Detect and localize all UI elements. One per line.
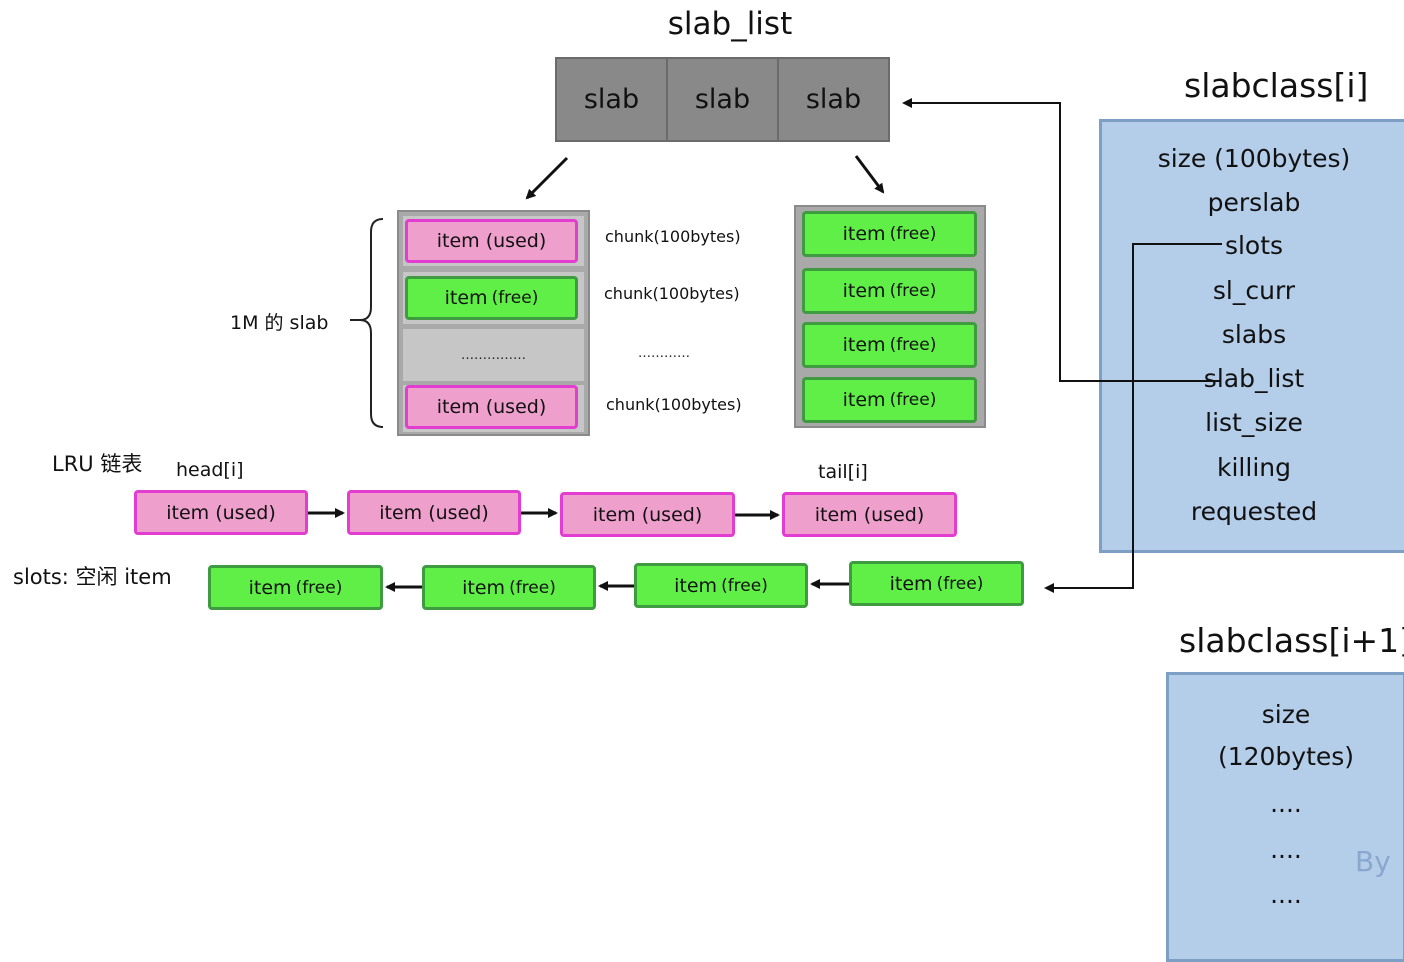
slab-item-free: item(free) [802, 377, 977, 423]
lru-item: item (used) [560, 492, 735, 537]
slab-ellipsis: …………… [461, 348, 526, 363]
right-slab-stack: item(free) item(free) item(free) item(fr… [794, 205, 986, 428]
chunk-label: chunk(100bytes) [604, 284, 740, 303]
slab-size-label: 1M 的 slab [230, 312, 329, 334]
slots-item: item(free) [422, 565, 596, 610]
slabclass-i1-title: slabclass[i+1] [1179, 621, 1404, 660]
slabclass-field: size [1261, 700, 1311, 729]
slabclass-field: killing [1217, 453, 1291, 482]
slots-item: item(free) [208, 565, 383, 610]
chunk-label: chunk(100bytes) [605, 227, 741, 246]
slabclass-field: list_size [1205, 408, 1303, 437]
left-slab-stack: item (used) item(free) …………… item (used) [397, 210, 590, 436]
slabclass-field: requested [1190, 497, 1318, 526]
slab-list-bar: slab slab slab [555, 57, 890, 142]
lru-item: item (used) [134, 490, 308, 535]
slab-cell: slab [668, 59, 779, 140]
chunk-label: chunk(100bytes) [606, 395, 742, 414]
slab-cell: slab [557, 59, 668, 140]
slabclass-field: perslab [1207, 188, 1301, 217]
slabclass-field-slots: slots [1224, 231, 1284, 260]
slabclass-i-box: size (100bytes) perslab slots sl_curr sl… [1099, 119, 1404, 553]
slab-list-title: slab_list [667, 6, 793, 42]
slab-cell: slab [805, 84, 862, 115]
slabclass-field: (120bytes) [1217, 742, 1355, 771]
slabclass-field-slab-list: slab_list [1203, 364, 1305, 393]
slots-item: item(free) [634, 563, 808, 608]
lru-item: item (used) [347, 490, 521, 535]
lru-item: item (used) [782, 492, 957, 537]
arrow-to-right-slab [854, 155, 885, 194]
slabclass-field: slabs [1221, 320, 1287, 349]
slab-item-free: item(free) [405, 276, 578, 320]
slabclass-i-title: slabclass[i] [1184, 66, 1369, 105]
slabclass-i1-box: size (120bytes) .... .... .... By [1166, 672, 1404, 962]
slabclass-field: .... [1270, 880, 1302, 909]
slabclass-field: .... [1270, 789, 1302, 818]
slots-item: item(free) [849, 561, 1024, 606]
slab-item-free: item(free) [802, 211, 977, 257]
slab-item-used: item (used) [405, 385, 578, 429]
arrow-to-left-slab [525, 156, 569, 200]
slabclass-field: size (100bytes) [1157, 144, 1351, 173]
slabclass-field: .... [1270, 835, 1302, 864]
lru-tail-label: tail[i] [818, 461, 868, 483]
slab-brace [359, 218, 384, 428]
slabclass-field: sl_curr [1212, 276, 1296, 305]
slots-label: slots: 空闲 item [13, 565, 172, 589]
watermark-text: By [1355, 845, 1391, 878]
chunk-ellipsis: ………… [638, 346, 690, 361]
slab-item-used: item (used) [405, 219, 578, 263]
slab-item-free: item(free) [802, 268, 977, 314]
lru-head-label: head[i] [176, 459, 244, 481]
slab-item-free: item(free) [802, 322, 977, 368]
lru-label: LRU 链表 [52, 452, 143, 476]
